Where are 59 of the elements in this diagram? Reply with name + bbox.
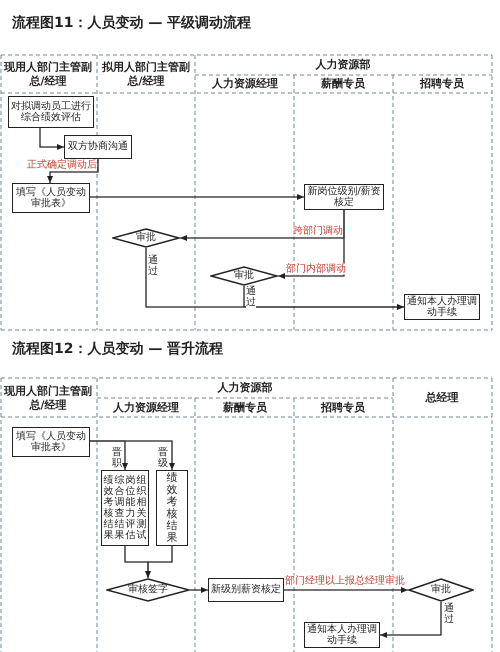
node-text: 填写《人员变动审批表》 — [15, 186, 87, 210]
edge-label: 部门经理以上报总经理审批 — [285, 576, 405, 586]
node-text: 双方协商沟通 — [68, 141, 128, 153]
lane-header: 总经理 — [424, 391, 460, 405]
node-text: 审批 — [431, 584, 451, 596]
arrow — [190, 587, 208, 593]
node-text: 填写《人员变动审批表》 — [15, 430, 87, 454]
node-text: 综合调查结果 — [114, 475, 124, 541]
edge-label: 晋级 — [158, 447, 168, 469]
arrow — [278, 210, 345, 279]
node-text: 审批 — [136, 232, 156, 244]
decision-diamond — [210, 266, 278, 286]
lane-header: 人力资源部 — [314, 58, 372, 72]
lane-header: 拟用人部门主管副总/经理 — [100, 60, 191, 88]
arrow — [380, 602, 442, 638]
lane-header: 招聘专员 — [418, 77, 465, 91]
arrow — [39, 128, 64, 150]
lane-header: 现用人部门主管副总/经理 — [2, 60, 93, 88]
decision-diamond — [112, 228, 180, 248]
diagram-title: 流程图11：人员变动 — 平级调动流程 — [12, 14, 252, 32]
edge-label: 通过 — [444, 603, 454, 625]
arrow — [145, 546, 173, 578]
node-text: 新级别薪资核定 — [211, 584, 281, 596]
lane-header: 人力资源经理 — [211, 77, 279, 91]
node-text: 组织相关测试 — [136, 475, 146, 541]
lane-header: 薪酬专员 — [222, 401, 268, 415]
node-text: 通知本人办理调动手续 — [407, 296, 477, 318]
lane-header: 招聘专员 — [320, 401, 366, 415]
arrow — [284, 587, 408, 593]
section-title: 流程图12：人员变动 — 晋升流程 — [12, 340, 224, 358]
arrow — [243, 286, 404, 310]
edge-label: 通过 — [148, 255, 158, 277]
node-text: 岗位能力评估 — [126, 475, 136, 541]
node-text: 绩效考核结果 — [104, 475, 114, 541]
edge-label: 通过 — [246, 286, 256, 308]
lane-header: 现用人部门主管副总/经理 — [2, 384, 93, 412]
process-box — [101, 470, 149, 546]
node-text: 审批 — [234, 270, 254, 282]
process-box — [64, 135, 132, 159]
node-text: 审核签字 — [128, 584, 168, 596]
arrow — [90, 440, 175, 470]
edge-label: 部门内部调动 — [286, 264, 346, 274]
arrow — [47, 159, 99, 183]
lane-header: 人力资源部 — [216, 381, 274, 395]
node-text: 新岗位级别/薪资核定 — [307, 186, 381, 208]
lane-header: 人力资源经理 — [112, 401, 180, 415]
edge-label: 正式确定调动后 — [27, 160, 97, 170]
process-box — [208, 578, 284, 602]
lane-header: 薪酬专员 — [320, 77, 366, 91]
arrow — [90, 194, 304, 200]
edge-label: 晋职 — [112, 447, 122, 469]
edge-label: 跨部门调动 — [293, 226, 343, 236]
decision-diamond — [106, 578, 190, 602]
node-text: 通知本人办理调动手续 — [307, 624, 377, 646]
process-box — [156, 470, 188, 546]
node-text: 绩效考核结果 — [166, 472, 178, 544]
process-box — [8, 96, 94, 128]
decision-diamond — [408, 578, 474, 602]
node-text: 对拟调动员工进行综合绩效评估 — [11, 100, 91, 124]
